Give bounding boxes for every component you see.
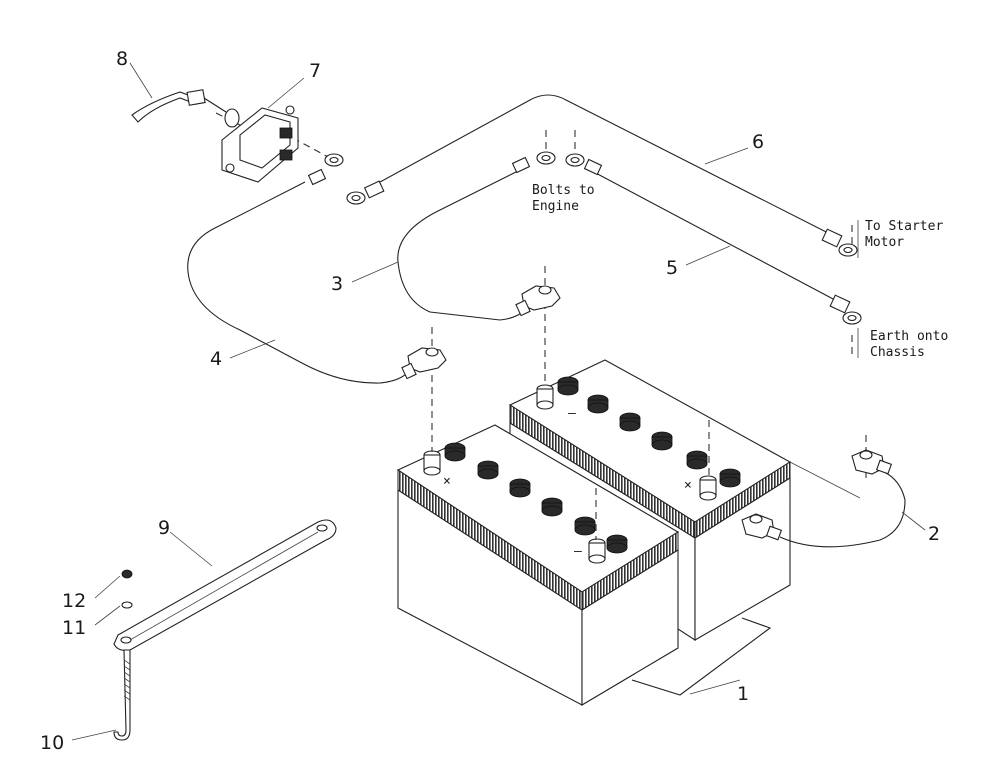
rear-battery-caps [536,376,741,501]
cable-6 [379,94,839,239]
rear-plus-mark: × [684,478,692,493]
nut [121,569,133,579]
rear-battery-cap [686,450,708,470]
part-number-4: 4 [210,348,222,370]
relay-stud-lower [279,149,293,161]
part-number-5: 5 [666,257,678,279]
front-battery-cap [444,442,466,462]
rear-battery-cap [619,412,641,432]
note-earth-onto-chassis: Earth onto Chassis [870,329,948,360]
front-battery-caps [423,442,628,564]
part-number-7: 7 [309,60,321,82]
rear-battery-cap [651,431,673,451]
note-earth-line1: Earth onto [870,329,948,344]
solenoid-relay [221,105,299,183]
cable-3 [397,169,531,321]
clamp-terminal-3 [515,285,561,317]
clamp-terminal-2a [851,449,893,475]
front-minus-mark: – [574,544,582,559]
front-battery-cap [509,478,531,498]
part-number-12: 12 [62,590,86,612]
front-positive-post [423,450,441,476]
part-number-9: 9 [158,517,170,539]
rear-positive-post [699,475,717,501]
ring-terminal-starter [821,228,858,257]
rear-battery-cap [719,468,741,488]
cable-5 [589,169,836,301]
ring-terminal-3 [511,151,556,174]
rear-negative-post [536,384,554,410]
ring-terminal-earth [829,294,862,325]
note-bolts-line2: Engine [532,199,579,214]
front-battery-cap [541,497,563,517]
leader-lines [71,62,926,741]
j-bolt [113,649,131,741]
note-starter-line1: To Starter [865,219,943,234]
part-number-8: 8 [116,48,128,70]
ring-terminal-6-engine-end [346,180,385,205]
ring-terminal-4 [307,153,344,186]
note-starter-line2: Motor [865,235,904,250]
clamp-terminal-2b [741,513,783,541]
front-plus-mark: × [443,474,451,489]
rear-battery-cap [557,376,579,396]
clamp-terminal-4 [401,347,447,380]
note-to-starter-motor: To Starter Motor [865,219,943,250]
battery-pair-bracket [631,617,772,696]
part-number-2: 2 [928,523,940,545]
lead-8 [131,89,227,123]
cable-2 [779,461,906,548]
part-number-10: 10 [40,732,64,754]
note-bolts-line1: Bolts to [532,183,595,198]
rear-battery-cap [587,394,609,414]
part-number-6: 6 [752,131,764,153]
battery-clamp-bar [113,519,337,651]
part-number-11: 11 [62,617,86,639]
part-number-1: 1 [737,683,749,705]
ring-terminal-5 [565,153,603,176]
part-number-3: 3 [331,273,343,295]
rear-minus-mark: – [568,406,576,421]
washer [121,601,133,609]
front-battery-cap [606,534,628,554]
relay-stud-upper [279,127,293,139]
note-bolts-to-engine: Bolts to Engine [532,183,595,214]
front-negative-post [588,538,606,564]
cable-4 [187,181,409,384]
front-battery-cap [574,516,596,536]
note-earth-line2: Chassis [870,345,925,360]
front-battery-cap [477,460,499,480]
